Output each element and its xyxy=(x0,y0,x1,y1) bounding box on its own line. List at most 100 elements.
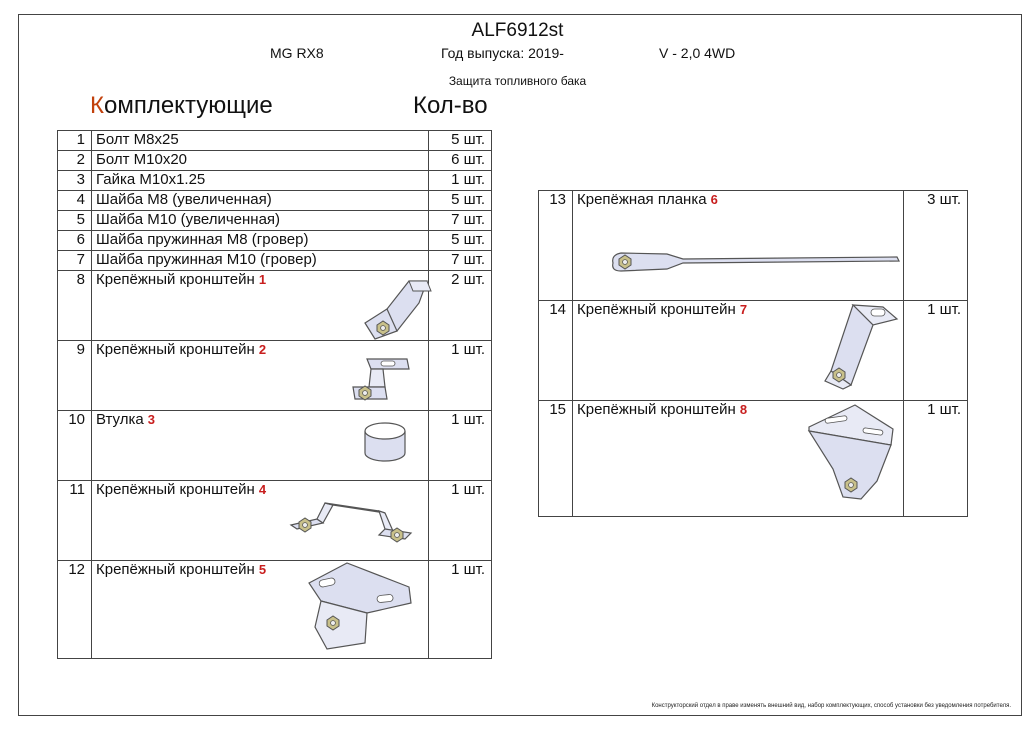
item-name: Крепёжный кронштейн xyxy=(96,561,255,578)
bracket-8-drawing xyxy=(803,399,903,508)
production-year: Год выпуска: 2019- xyxy=(441,45,564,61)
item-number: 13 xyxy=(538,190,573,301)
item-name: Болт М8х25 xyxy=(96,131,179,148)
footer-note: Конструкторский отдел в праве изменять в… xyxy=(651,703,1011,709)
item-name: Шайба пружинная М8 (гровер) xyxy=(96,231,309,248)
item-quantity: 7 шт. xyxy=(428,250,492,271)
drawing-ref-number: 1 xyxy=(258,272,267,287)
item-name: Крепёжная планка xyxy=(577,191,707,208)
bracket-5-drawing xyxy=(297,557,417,661)
drawing-ref-number: 3 xyxy=(147,412,155,427)
drawing-ref-number: 5 xyxy=(258,562,267,577)
item-number: 7 xyxy=(57,250,92,271)
bracket-7-drawing xyxy=(813,297,903,396)
item-number: 12 xyxy=(57,560,92,659)
item-description: Болт М8х25 xyxy=(91,130,429,151)
item-name: Шайба М8 (увеличенная) xyxy=(96,191,272,208)
drawing-ref-number: 6 xyxy=(710,192,718,207)
qty-heading: Кол-во xyxy=(413,92,488,119)
bushing-3-drawing xyxy=(357,419,417,473)
item-name: Шайба М10 (увеличенная) xyxy=(96,211,281,228)
item-number: 1 xyxy=(57,130,92,151)
item-number: 9 xyxy=(57,340,92,411)
section-title: Защита топливного бака xyxy=(448,74,587,88)
item-quantity: 5 шт. xyxy=(428,230,492,251)
item-quantity: 1 шт. xyxy=(903,400,968,517)
drawing-ref-number: 4 xyxy=(258,482,267,497)
bracket-1-drawing xyxy=(357,273,437,347)
drawing-ref-number: 8 xyxy=(739,402,748,417)
item-description: Шайба М10 (увеличенная) xyxy=(91,210,429,231)
item-number: 3 xyxy=(57,170,92,191)
item-name: Шайба пружинная М10 (гровер) xyxy=(96,251,317,268)
item-name: Гайка М10х1.25 xyxy=(96,171,206,188)
item-description: Гайка М10х1.25 xyxy=(91,170,429,191)
components-heading-rest: омплектующие xyxy=(103,92,273,119)
item-quantity: 5 шт. xyxy=(428,130,492,151)
bracket-4-drawing xyxy=(287,495,417,554)
item-description: Шайба пружинная М10 (гровер) xyxy=(91,250,429,271)
item-number: 5 xyxy=(57,210,92,231)
item-name: Болт М10х20 xyxy=(96,151,188,168)
item-name: Крепёжный кронштейн xyxy=(96,341,255,358)
item-name: Крепёжный кронштейн xyxy=(96,481,255,498)
item-name: Втулка xyxy=(96,411,144,428)
item-number: 11 xyxy=(57,480,92,561)
item-quantity: 1 шт. xyxy=(428,410,492,481)
item-quantity: 7 шт. xyxy=(428,210,492,231)
item-quantity: 2 шт. xyxy=(428,270,492,341)
item-name: Крепёжный кронштейн xyxy=(96,271,255,288)
item-quantity: 1 шт. xyxy=(903,300,968,401)
drawing-ref-number: 2 xyxy=(258,342,267,357)
item-number: 6 xyxy=(57,230,92,251)
item-quantity: 3 шт. xyxy=(903,190,968,301)
item-name: Крепёжный кронштейн xyxy=(577,301,736,318)
document-frame xyxy=(18,14,1022,716)
item-quantity: 1 шт. xyxy=(428,340,492,411)
item-number: 10 xyxy=(57,410,92,481)
drawing-ref-number: 7 xyxy=(739,302,748,317)
engine-spec: V - 2,0 4WD xyxy=(659,45,736,61)
bracket-2-drawing xyxy=(347,347,417,411)
item-number: 4 xyxy=(57,190,92,211)
item-quantity: 1 шт. xyxy=(428,560,492,659)
item-description: Шайба пружинная М8 (гровер) xyxy=(91,230,429,251)
item-number: 8 xyxy=(57,270,92,341)
item-number: 15 xyxy=(538,400,573,517)
plate-6-drawing xyxy=(607,241,907,285)
item-name: Крепёжный кронштейн xyxy=(577,401,736,418)
item-quantity: 1 шт. xyxy=(428,480,492,561)
car-model: MG RX8 xyxy=(270,45,324,61)
components-heading: Комплектующие xyxy=(90,92,273,120)
item-quantity: 1 шт. xyxy=(428,170,492,191)
item-quantity: 6 шт. xyxy=(428,150,492,171)
item-description: Болт М10х20 xyxy=(91,150,429,171)
item-quantity: 5 шт. xyxy=(428,190,492,211)
components-heading-initial: К xyxy=(90,92,104,119)
product-code: ALF6912st xyxy=(471,20,564,41)
item-number: 14 xyxy=(538,300,573,401)
